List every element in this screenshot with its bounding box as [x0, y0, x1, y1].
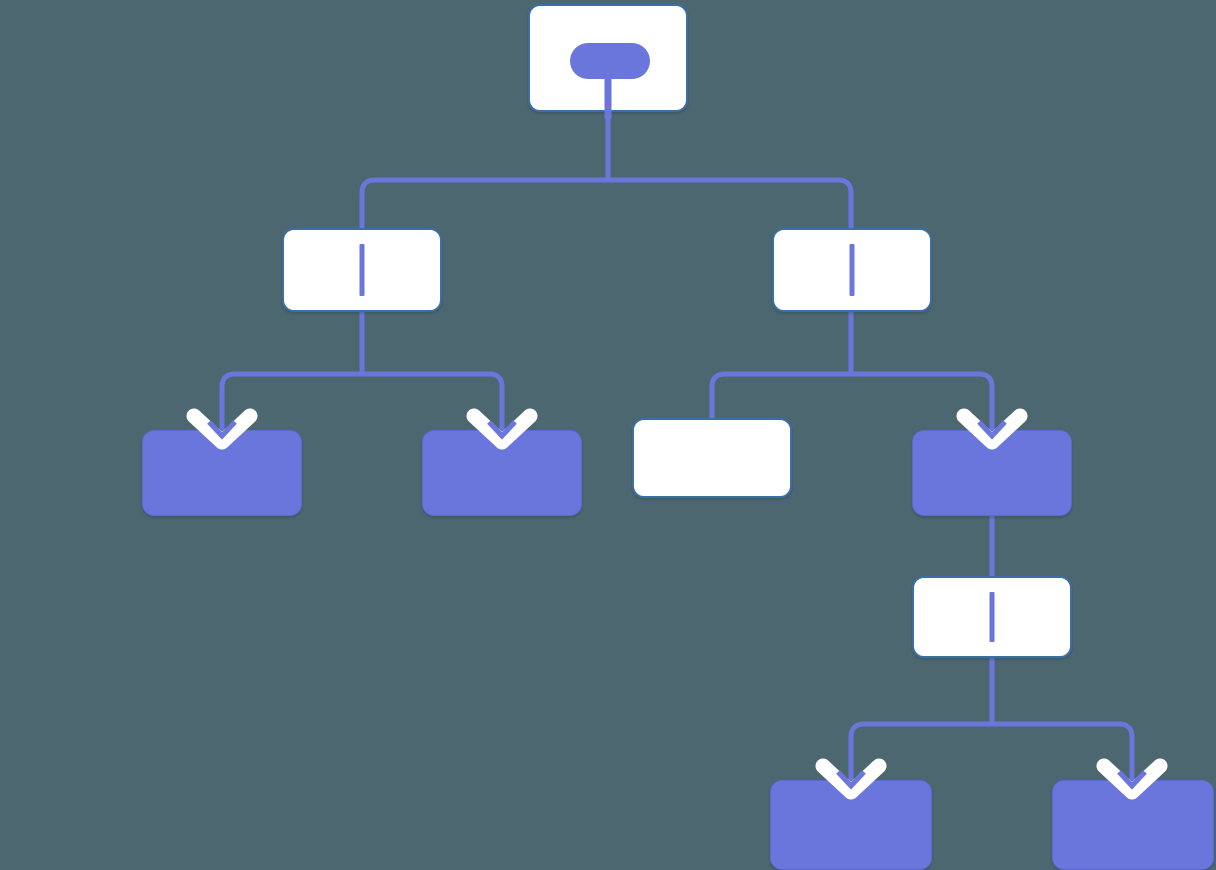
tree-node-l2-b[interactable] — [422, 430, 582, 516]
node-passthrough-stroke — [359, 244, 365, 296]
node-passthrough-stroke — [849, 244, 855, 296]
tree-node-l2-c[interactable] — [632, 418, 792, 498]
tree-node-l2-a[interactable] — [142, 430, 302, 516]
tree-node-root[interactable] — [528, 4, 688, 119]
tree-node-l4-b[interactable] — [1052, 780, 1214, 870]
tree-node-l1-right[interactable] — [772, 228, 932, 312]
node-passthrough-stroke — [989, 592, 995, 642]
root-pill-shape — [570, 43, 650, 79]
root-stem-shape — [604, 47, 612, 119]
tree-node-l2-d[interactable] — [912, 430, 1072, 516]
tree-node-l3-a[interactable] — [912, 576, 1072, 658]
tree-node-l4-a[interactable] — [770, 780, 932, 870]
tree-node-l1-left[interactable] — [282, 228, 442, 312]
